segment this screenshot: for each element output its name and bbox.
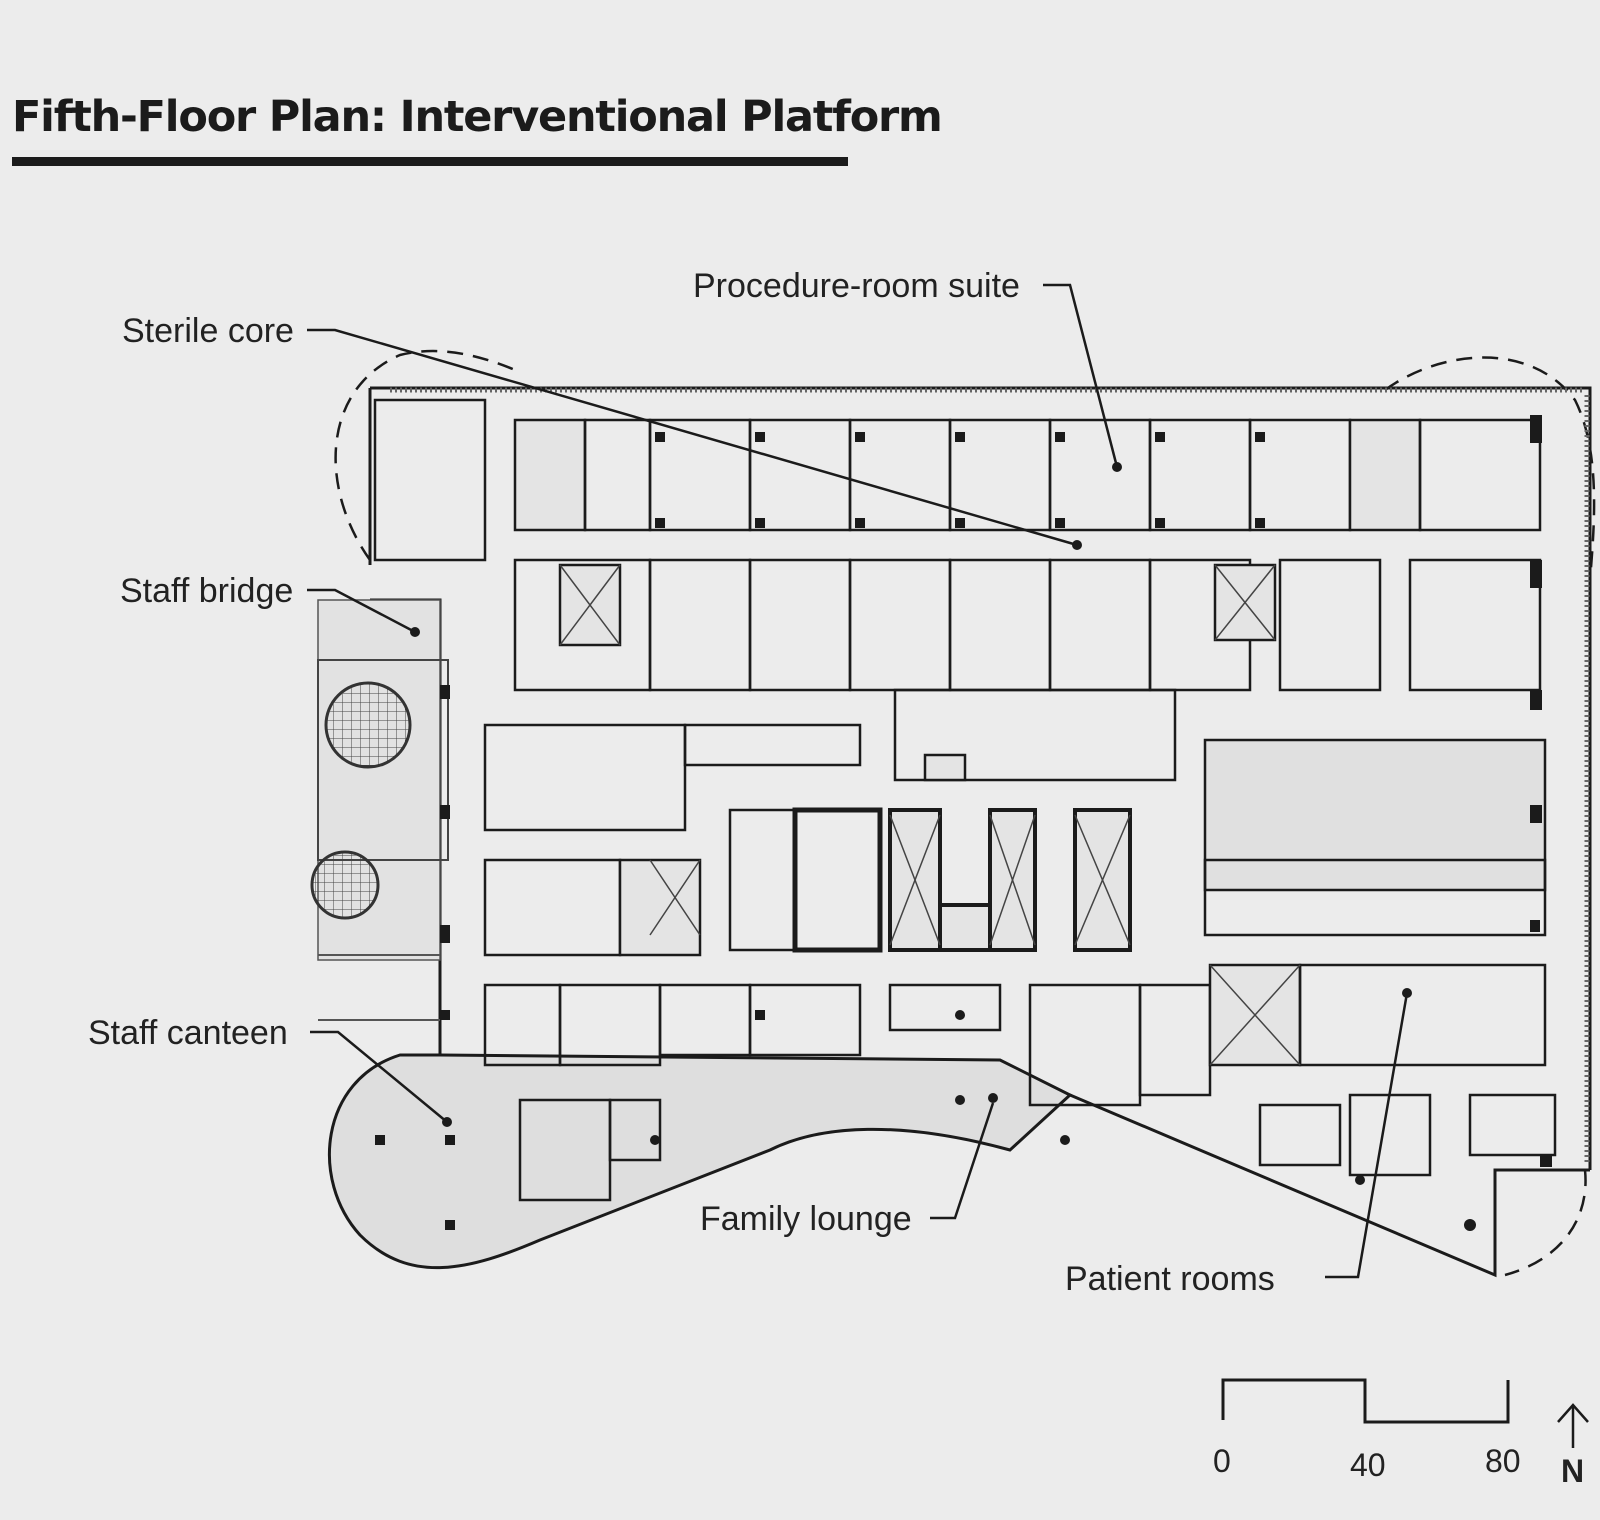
elevator-shafts: [559, 564, 1301, 1066]
structural-columns: [375, 415, 1552, 1231]
label-patient-rooms: Patient rooms: [1065, 1260, 1275, 1298]
sterile-core-leader: [307, 328, 1078, 547]
north-arrow: N: [1557, 1403, 1589, 1489]
label-procedure-room-suite: Procedure-room suite: [693, 267, 1020, 305]
curtain-wall: [390, 387, 1590, 1165]
scale-tick-80: 80: [1485, 1443, 1521, 1479]
north-label: N: [1561, 1453, 1584, 1489]
page-title: Fifth-Floor Plan: Interventional Platfor…: [12, 92, 943, 142]
staff-canteen-wing: [327, 1053, 1073, 1270]
leader-lines: [307, 283, 1409, 1279]
label-target-dots: [410, 462, 1412, 1127]
room-walls: [373, 398, 1557, 1202]
label-family-lounge: Family lounge: [700, 1200, 912, 1238]
label-staff-bridge: Staff bridge: [120, 572, 293, 610]
staff-bridge-leader: [307, 588, 416, 634]
scale-tick-0: 0: [1213, 1443, 1231, 1479]
label-staff-canteen: Staff canteen: [88, 1014, 288, 1052]
title-underline: [12, 157, 848, 166]
patient-rooms-leader: [1325, 992, 1409, 1279]
scale-bar: 0 40 80: [1213, 1378, 1521, 1483]
family-lounge-leader: [930, 1102, 995, 1220]
staff-canteen-leader: [310, 1030, 448, 1123]
procedure-room-leader: [1043, 283, 1119, 468]
scale-tick-40: 40: [1350, 1447, 1386, 1483]
future-expansion-outline: [334, 349, 1596, 1277]
label-sterile-core: Sterile core: [122, 312, 294, 350]
staff-bridge: [310, 599, 449, 1021]
